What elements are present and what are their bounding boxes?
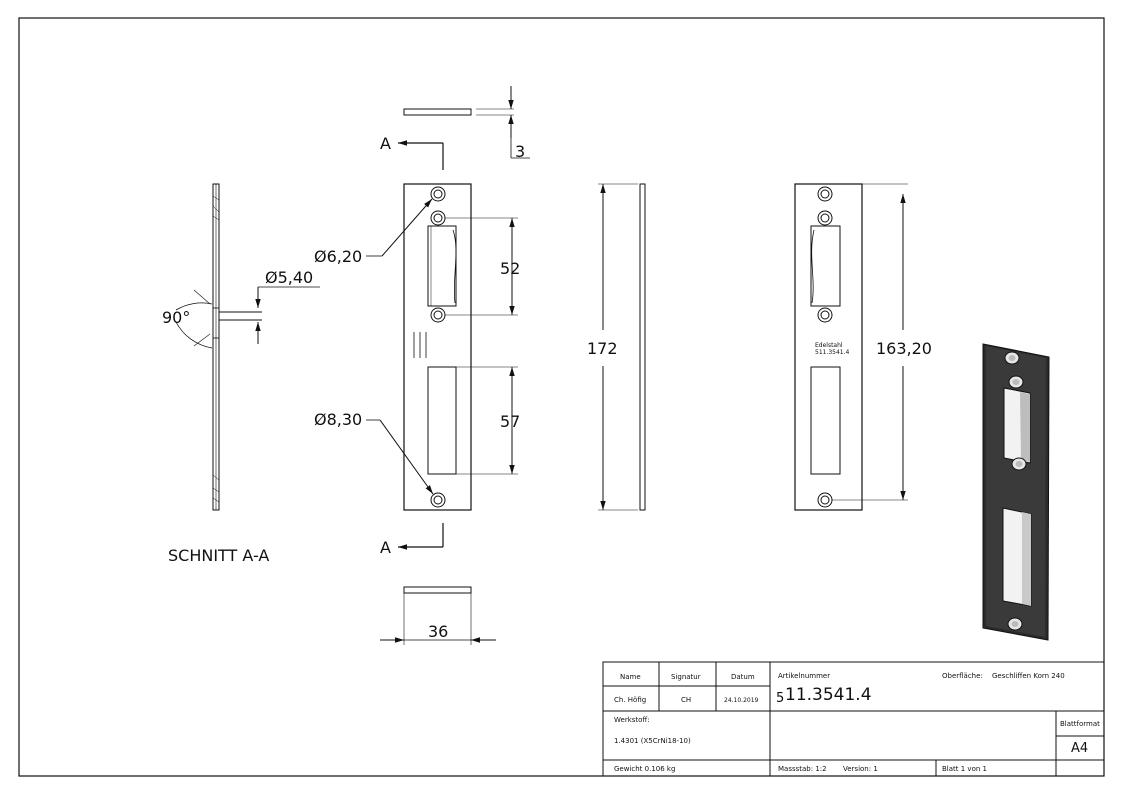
isometric-view: [982, 343, 1050, 641]
tb-artikel-value: 11.3541.4: [785, 685, 872, 705]
thickness-label: 3: [515, 142, 525, 161]
tb-werkstoff-label: Werkstoff:: [614, 716, 650, 724]
tb-artikel-label: Artikelnummer: [778, 672, 830, 680]
title-block: [602, 661, 1105, 777]
front-view: [366, 86, 530, 645]
tb-artikel-prefix: 5: [776, 691, 784, 706]
back-view: [794, 183, 908, 511]
section-label-top: A: [380, 134, 391, 153]
height-holes-label: 163,20: [876, 339, 932, 358]
angle-label: 90°: [162, 308, 190, 327]
tb-oberflaeche-label: Oberfläche:: [942, 672, 983, 680]
side-view: [598, 183, 646, 511]
section-view: [175, 183, 320, 511]
tb-name: Ch. Höfig: [614, 696, 646, 704]
dia-upper-label: Ø6,20: [314, 247, 362, 266]
height-total-label: 172: [587, 339, 618, 358]
tb-header-datum: Datum: [731, 673, 755, 681]
sheet-border: [18, 17, 1105, 777]
dim-slot-upper-label: 52: [500, 259, 520, 278]
section-title: SCHNITT A-A: [168, 546, 269, 565]
tb-version: Version: 1: [843, 765, 878, 773]
tb-massstab: Massstab: 1:2: [778, 765, 827, 773]
width-label: 36: [428, 622, 448, 641]
tb-header-name: Name: [620, 673, 641, 681]
dim-slot-lower-label: 57: [500, 412, 520, 431]
tb-header-signatur: Signatur: [671, 673, 701, 681]
tb-datum: 24.10.2019: [724, 697, 759, 704]
marking-line2: 511.3541.4: [815, 349, 850, 356]
marking-line1: Edelstahl: [815, 342, 843, 349]
dia-small-label: Ø5,40: [265, 268, 313, 287]
section-label-bottom: A: [380, 538, 391, 557]
tb-signatur: CH: [681, 696, 691, 704]
dia-lower-label: Ø8,30: [314, 410, 362, 429]
tb-blattformat-label: Blattformat: [1060, 720, 1100, 728]
tb-blatt: Blatt 1 von 1: [942, 765, 987, 773]
tb-werkstoff-value: 1.4301 (X5CrNi18-10): [614, 737, 691, 745]
tb-oberflaeche-value: Geschliffen Korn 240: [992, 672, 1065, 680]
tb-blattformat-value: A4: [1071, 741, 1088, 756]
tb-gewicht: Gewicht 0.106 kg: [614, 765, 675, 773]
